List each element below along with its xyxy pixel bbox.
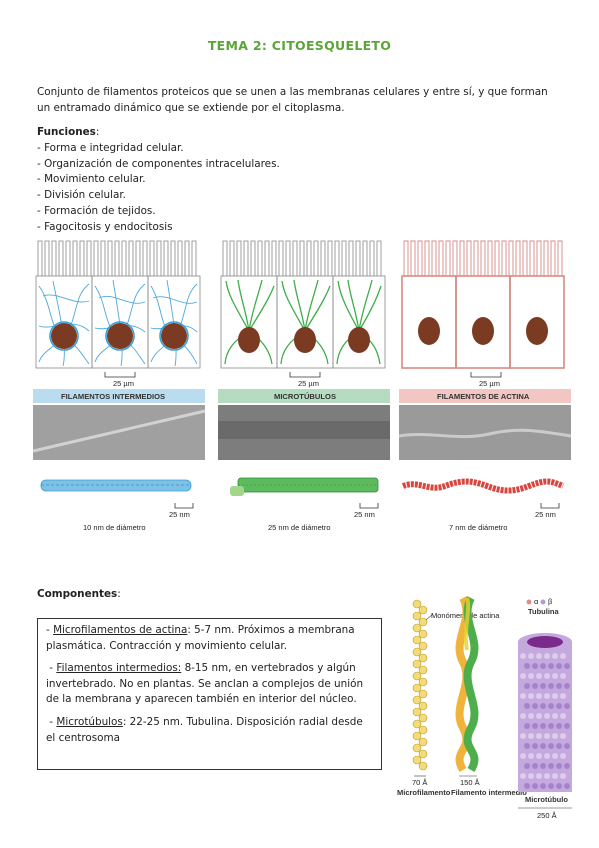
panel-header: FILAMENTOS DE ACTINA bbox=[437, 392, 530, 401]
panel-header: MICROTÚBULOS bbox=[274, 392, 336, 401]
diameter-label: 25 nm de diámetro bbox=[268, 523, 331, 532]
microfilament-size: 70 Å bbox=[412, 778, 427, 787]
panel-intermediate-filaments: 25 µm FILAMENTOS INTERMEDIOS 25 nm 10 nm… bbox=[33, 240, 206, 532]
function-item: Movimiento celular. bbox=[37, 172, 417, 188]
header-bar bbox=[33, 389, 205, 403]
header-bar bbox=[399, 389, 571, 403]
panel-microtubules: 25 µm MICROTÚBULOS 25 nm 25 nm de diámet… bbox=[218, 240, 390, 532]
intro-paragraph: Conjunto de filamentos proteicos que se … bbox=[37, 86, 548, 114]
intermediate-size: 150 Å bbox=[460, 778, 480, 787]
beta-tubulin-icon bbox=[540, 599, 546, 605]
diameter-label: 7 nm de diámetro bbox=[449, 523, 507, 532]
scale-label: 25 µm bbox=[479, 379, 500, 388]
nm-scale-label: 25 nm bbox=[535, 510, 556, 519]
function-item: Formación de tejidos. bbox=[37, 204, 417, 220]
function-item: Fagocitosis y endocitosis bbox=[37, 220, 417, 236]
panel-header: FILAMENTOS INTERMEDIOS bbox=[61, 392, 165, 401]
component-item: - Filamentos intermedios: 8-15 nm, en ve… bbox=[46, 662, 364, 706]
intermediate-filament-diagram: 150 Å Filamento intermedio bbox=[451, 596, 527, 797]
microfilament-label: Microfilamento bbox=[397, 788, 451, 797]
nm-scale-label: 25 nm bbox=[169, 510, 190, 519]
components-box: - Microfilamentos de actina: 5-7 nm. Pró… bbox=[37, 618, 382, 770]
svg-text:β: β bbox=[548, 597, 553, 606]
component-item: - Microtúbulos: 22-25 nm. Tubulina. Disp… bbox=[46, 715, 363, 744]
diameter-label: 10 nm de diámetro bbox=[83, 523, 146, 532]
microtubule-size: 250 Å bbox=[537, 811, 557, 820]
panel-actin-filaments: 25 µm FILAMENTOS DE ACTINA 25 nm 7 nm de… bbox=[398, 240, 572, 532]
functions-heading: Funciones: bbox=[37, 126, 100, 138]
function-item: Organización de componentes intracelular… bbox=[37, 157, 417, 173]
filament-structures-figure: Monómero de actina 70 Å Microfilamento 1… bbox=[397, 596, 572, 820]
alpha-tubulin-icon bbox=[526, 599, 532, 605]
cytoskeleton-figure: 25 µm FILAMENTOS INTERMEDIOS 25 nm 10 nm… bbox=[33, 240, 572, 532]
function-item: Forma e integridad celular. bbox=[37, 141, 417, 157]
components-heading: Componentes: bbox=[37, 588, 121, 600]
page-title: TEMA 2: CITOESQUELETO bbox=[207, 38, 392, 53]
scale-label: 25 µm bbox=[113, 379, 134, 388]
microtubule-diagram: α β Tubulina Microtúbulo 250 Å bbox=[518, 597, 572, 820]
intermediate-label: Filamento intermedio bbox=[451, 788, 527, 797]
nm-scale-label: 25 nm bbox=[354, 510, 375, 519]
microfilament-diagram: Monómero de actina 70 Å Microfilamento bbox=[397, 599, 500, 797]
component-item: - Microfilamentos de actina: 5-7 nm. Pró… bbox=[46, 624, 355, 652]
functions-section: Funciones: Forma e integridad celular. O… bbox=[37, 125, 417, 236]
function-item: División celular. bbox=[37, 188, 417, 204]
microtubule-label: Microtúbulo bbox=[525, 795, 568, 804]
tubulin-label: Tubulina bbox=[528, 607, 560, 616]
svg-text:α: α bbox=[534, 597, 539, 606]
scale-label: 25 µm bbox=[298, 379, 319, 388]
header-bar bbox=[218, 389, 390, 403]
